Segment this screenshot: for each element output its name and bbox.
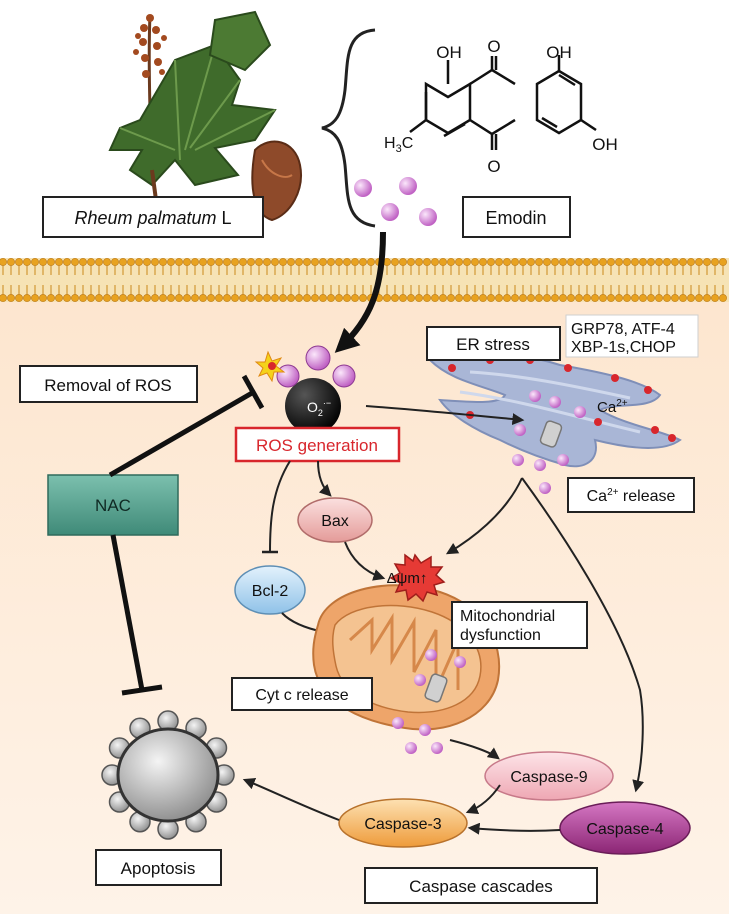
- nac-inhibits-apoptosis-line: [110, 534, 145, 691]
- er-stress-label: ER stress: [456, 335, 530, 354]
- cytc-release-label: Cyt c release: [255, 687, 348, 704]
- ros-to-er-arrow: [365, 405, 525, 426]
- plant-name-label: Rheum palmatum L: [74, 208, 231, 228]
- caspase4-to-caspase3-arrow: [467, 822, 561, 835]
- ros-to-bax-arrow: [317, 460, 332, 497]
- nac-inhibition-bar-top: [241, 374, 265, 410]
- nac-label: NAC: [95, 496, 131, 515]
- emodin-chemical-structure: [409, 55, 597, 150]
- caspase9-node: [484, 751, 614, 801]
- er-to-caspase4-arrow: [521, 477, 645, 793]
- methyl-label: H3C: [384, 135, 413, 155]
- calcium-release-label: Ca2+ release: [587, 487, 676, 505]
- bcl2-label: Bcl-2: [252, 583, 289, 600]
- oh-label-top-right: OH: [546, 43, 572, 62]
- mito-dysfunction-line1: Mitochondrial: [460, 608, 555, 625]
- bax-to-mito-arrow: [344, 541, 386, 581]
- er-markers-line1: GRP78, ATF-4: [571, 321, 675, 338]
- bcl2-node: [234, 565, 306, 615]
- bax-label: Bax: [321, 513, 349, 530]
- membrane-potential-label: Δψm↑: [387, 570, 428, 587]
- emodin-molecules: [354, 177, 437, 226]
- curly-brace: [321, 28, 376, 228]
- oh-label-top-left: OH: [436, 43, 462, 62]
- superoxide-label: O2·−: [307, 398, 331, 418]
- superoxide-radical: [254, 345, 356, 434]
- rheum-palmatum-plant-illustration: [108, 10, 302, 231]
- caspase9-to-caspase3-arrow: [465, 784, 501, 815]
- nac-inhibition-bar-bottom: [121, 684, 163, 696]
- removal-of-ros-label: Removal of ROS: [44, 376, 172, 395]
- mito-dysfunction-line2: dysfunction: [460, 627, 541, 644]
- calcium-release-box: [567, 477, 695, 513]
- emodin-entry-arrow: [334, 231, 386, 353]
- ca-to-mito-arrow: [445, 477, 523, 555]
- ros-generation-label: ROS generation: [256, 436, 378, 455]
- bax-node: [297, 497, 373, 543]
- oh-label-right: OH: [592, 135, 618, 154]
- er-markers-box: [565, 314, 699, 358]
- oxygen-label-bottom: O: [487, 157, 500, 176]
- caspase3-label: Caspase-3: [364, 816, 441, 833]
- er-calcium-label: Ca2+: [597, 398, 628, 416]
- apoptotic-cell: [101, 710, 235, 840]
- cytc-to-caspase9-arrow: [449, 739, 500, 760]
- cytc-release-box: [231, 677, 373, 711]
- apoptosis-box: [95, 849, 222, 886]
- removal-of-ros-box: [19, 365, 198, 403]
- caspase4-label: Caspase-4: [586, 821, 663, 838]
- er-markers-line2: XBP-1s,CHOP: [571, 339, 676, 356]
- ros-inhibits-bcl2-line: [269, 460, 291, 553]
- caspase3-to-apoptosis-arrow: [242, 777, 340, 821]
- mito-dysfunction-box: [451, 601, 588, 649]
- oxygen-label-top: O: [487, 37, 500, 56]
- caspase3-node: [338, 798, 468, 848]
- caspase9-label: Caspase-9: [510, 769, 587, 786]
- emodin-label-box: [462, 196, 571, 238]
- apoptosis-label: Apoptosis: [121, 859, 196, 878]
- cell-membrane: [0, 258, 729, 302]
- caspase4-node: [559, 801, 691, 855]
- membrane-potential-star: [389, 553, 446, 603]
- caspase-cascades-label: Caspase cascades: [409, 877, 553, 896]
- endoplasmic-reticulum: [428, 352, 682, 494]
- plant-name-box: [42, 196, 264, 238]
- ros-generation-box: [234, 426, 401, 463]
- nac-inhibits-ros-line: [108, 390, 254, 478]
- caspase-cascades-box: [364, 867, 598, 904]
- emodin-label: Emodin: [485, 208, 546, 228]
- er-stress-box: [426, 326, 561, 361]
